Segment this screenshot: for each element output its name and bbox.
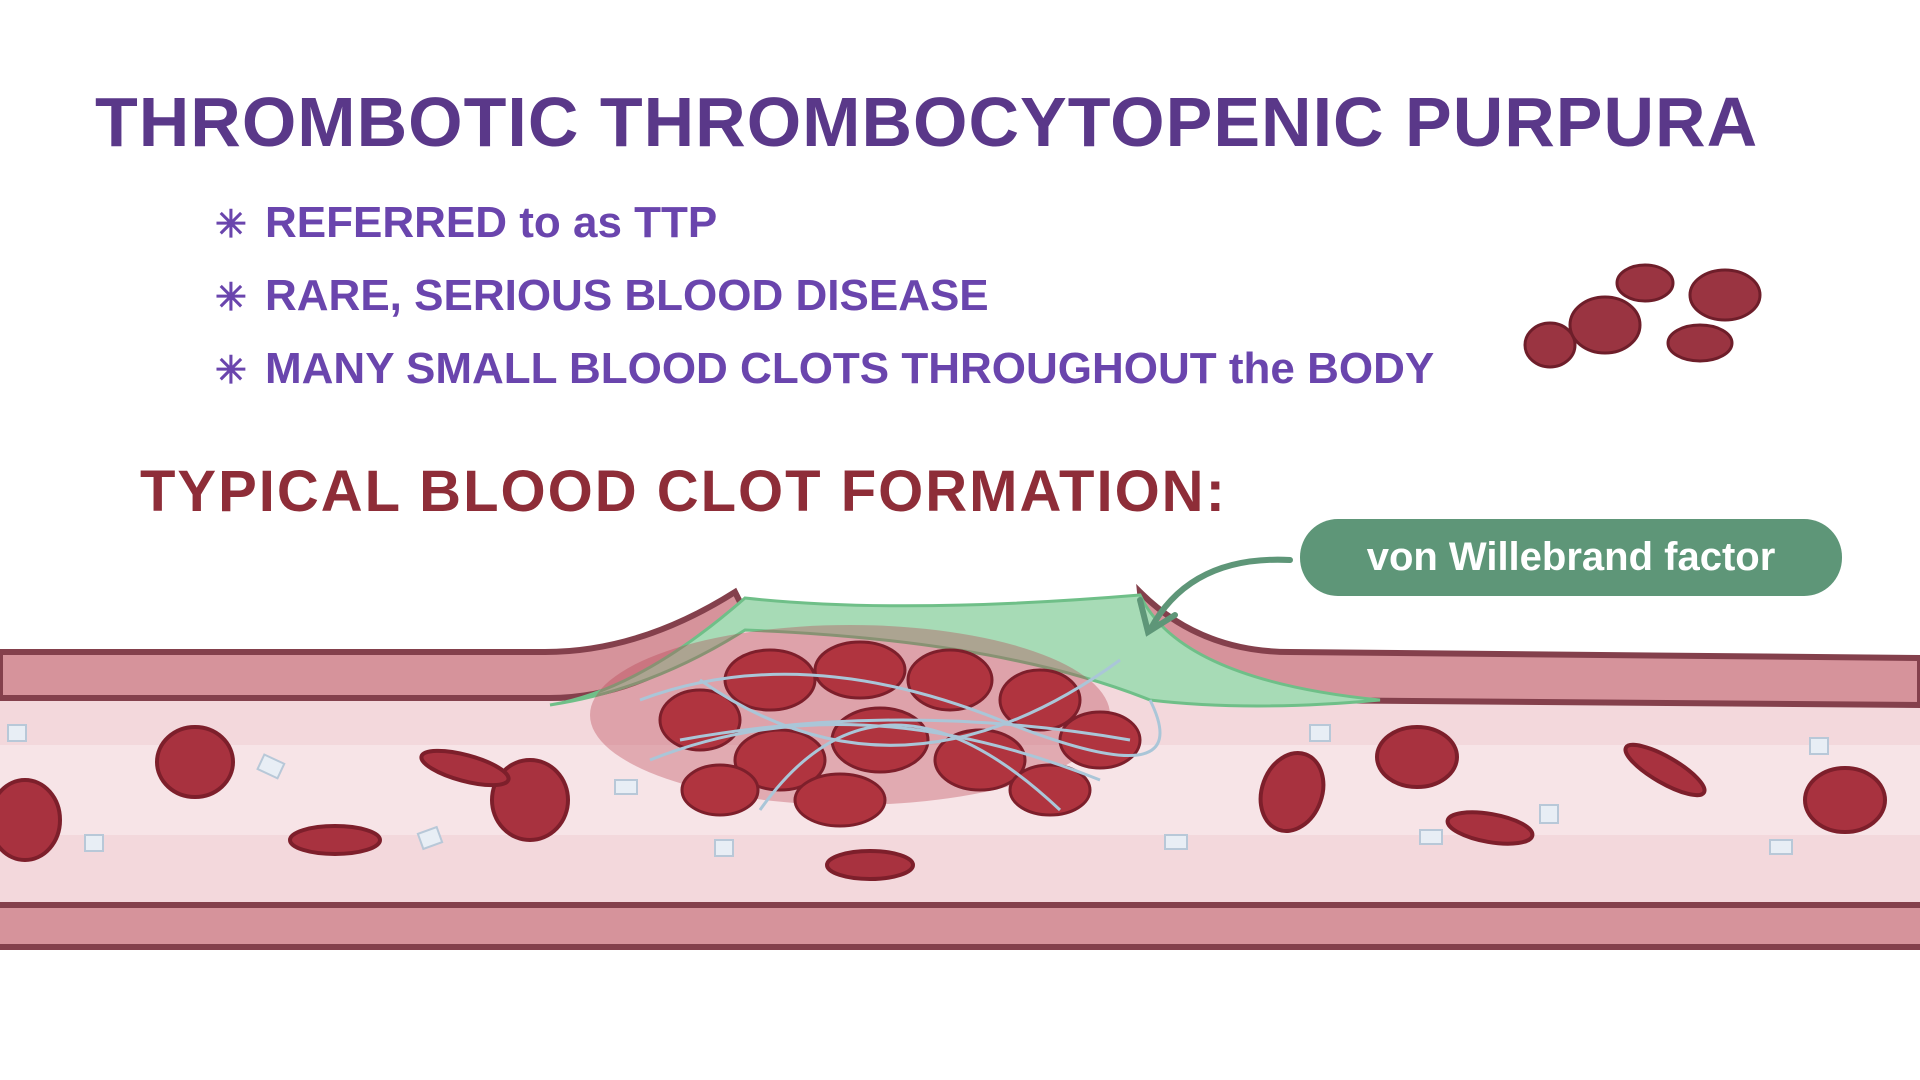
red-blood-cells: [0, 725, 1887, 881]
asterisk-icon: ✳: [215, 350, 247, 392]
bullet-item: ✳ REFERRED to as TTP: [215, 198, 1495, 248]
bullet-item: ✳ RARE, SERIOUS BLOOD DISEASE: [215, 271, 1495, 321]
section-heading: TYPICAL BLOOD CLOT FORMATION:: [140, 459, 1227, 524]
arrow-icon: [1137, 556, 1293, 637]
bullet-text: MANY SMALL BLOOD CLOTS THROUGHOUT the BO…: [265, 344, 1435, 393]
vessel-wall-bottom: [0, 905, 1920, 947]
bullet-text: REFERRED to as TTP: [265, 198, 718, 247]
vwf-label: von Willebrand factor: [1300, 519, 1842, 596]
bullet-item: ✳ MANY SMALL BLOOD CLOTS THROUGHOUT the B…: [215, 344, 1495, 394]
platelets: [7, 724, 1829, 857]
asterisk-icon: ✳: [215, 277, 247, 319]
blood-clot-clumps-icon: [1523, 263, 1762, 369]
bullet-text: RARE, SERIOUS BLOOD DISEASE: [265, 271, 989, 320]
page-title: THROMBOTIC THROMBOCYTOPENIC PURPURA: [95, 83, 1759, 161]
blood-clot: [590, 625, 1162, 828]
asterisk-icon: ✳: [215, 204, 247, 246]
